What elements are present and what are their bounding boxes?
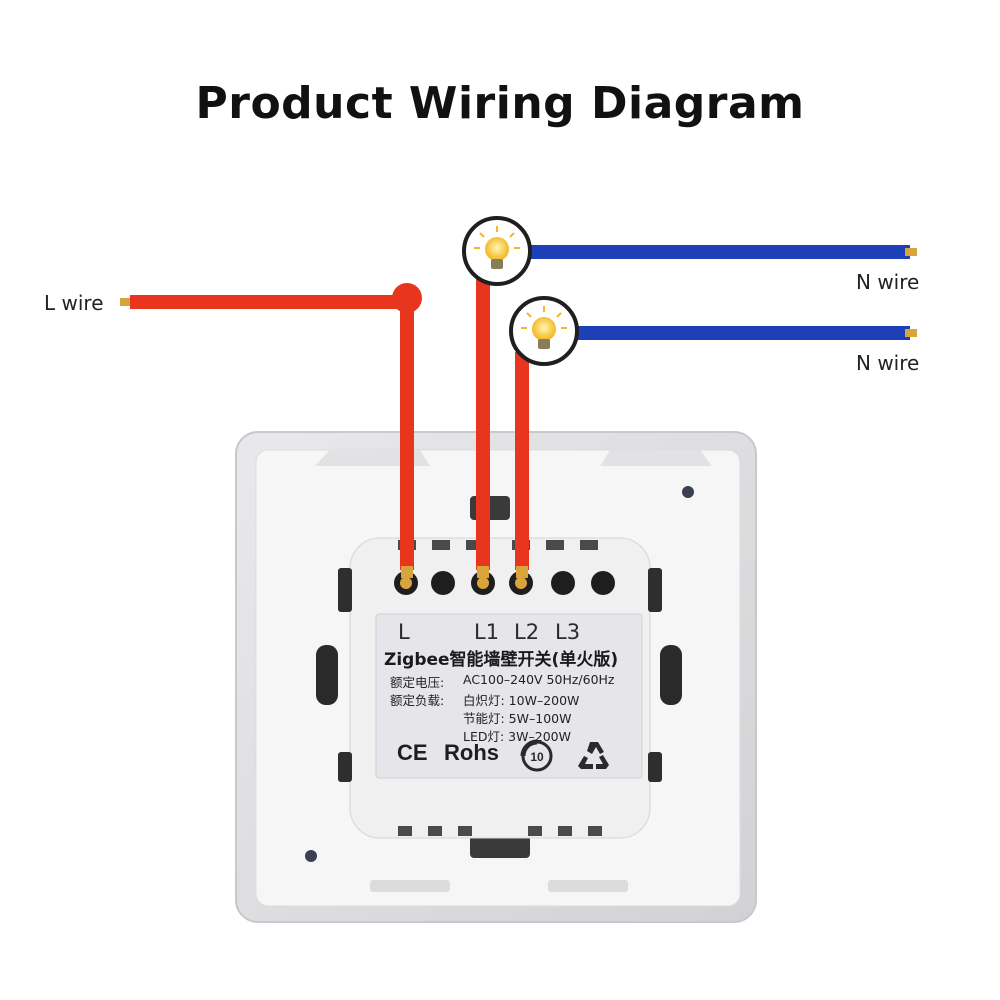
terminal-label-l1: L1 <box>474 620 500 644</box>
ten-year-label: 10 <box>530 750 544 764</box>
led-rating: LED灯: 3W–200W <box>463 729 571 744</box>
junction-dot <box>392 283 422 313</box>
energy-saving-rating: 节能灯: 5W–100W <box>463 711 572 726</box>
rohs-mark: Rohs <box>444 740 499 765</box>
l-wire-label: L wire <box>44 291 104 315</box>
l1-wire <box>476 278 490 578</box>
rated-load-key: 额定负载: <box>390 693 445 708</box>
ce-mark: CE <box>397 740 428 765</box>
terminal-label-l: L <box>398 620 410 644</box>
terminal-screws <box>394 571 615 595</box>
light-bulb-icon <box>462 216 532 286</box>
recycle-icon <box>578 742 609 769</box>
light-bulb-icon <box>509 296 579 366</box>
n-wire-1 <box>520 245 917 259</box>
l2-wire <box>515 352 529 578</box>
terminal-label-l3: L3 <box>555 620 581 644</box>
n-wire-2 <box>570 326 917 340</box>
rated-voltage-key: 额定电压: <box>390 675 445 690</box>
l-wire <box>120 283 422 578</box>
terminal-label-l2: L2 <box>514 620 540 644</box>
incandescent-rating: 白炽灯: 10W–200W <box>463 693 580 708</box>
page-title: Product Wiring Diagram <box>195 78 805 129</box>
n-wire-1-label: N wire <box>856 270 920 294</box>
model-name: Zigbee智能墙壁开关(单火版) <box>384 650 619 670</box>
n-wire-2-label: N wire <box>856 351 920 375</box>
ten-year-icon <box>520 739 553 772</box>
rating-label <box>375 613 643 779</box>
rated-voltage-value: AC100–240V 50Hz/60Hz <box>463 672 615 687</box>
